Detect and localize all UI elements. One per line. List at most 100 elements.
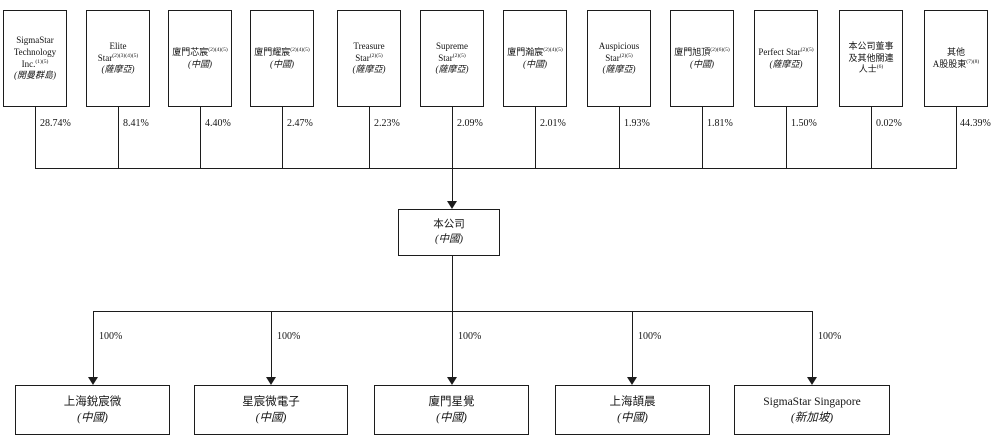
footnote-ref: (2)(5) <box>619 52 633 59</box>
footnote-ref: (2)(5) <box>800 46 814 53</box>
jurisdiction-label: (中國) <box>617 412 648 424</box>
ownership-percentage: 1.50% <box>791 118 817 129</box>
jurisdiction-label: (薩摩亞) <box>101 64 135 75</box>
jurisdiction-label: (中國) <box>270 58 294 69</box>
shareholder-name: Auspicious <box>598 40 640 51</box>
shareholder-name: Technology <box>13 46 57 57</box>
shareholder-name: Perfect Star(2)(5) <box>758 46 814 57</box>
jurisdiction-label: (中國) <box>435 233 463 245</box>
jurisdiction-label: (中國) <box>255 412 287 424</box>
footnote-ref: (2)(4)(5) <box>208 46 228 53</box>
shareholder-box-xiamen-xinchen: 廈門芯宸(2)(4)(5) (中國) <box>168 10 232 107</box>
shareholder-box-elite-star: Elite Star(2)(3)(4)(5) (薩摩亞) <box>86 10 150 107</box>
connector-line <box>632 311 633 377</box>
shareholder-box-directors-connected-persons: 本公司董事 及其他關連 人士(6) <box>839 10 903 107</box>
connector-line <box>200 107 201 168</box>
shareholder-name: SigmaStar <box>16 35 54 46</box>
footnote-ref: (6) <box>876 64 884 71</box>
subsidiary-box-shanghai-ruichenwei: 上海銳宸微 (中國) <box>15 385 170 435</box>
jurisdiction-label: (薩摩亞) <box>435 64 469 75</box>
connector-line <box>956 107 957 168</box>
shareholder-box-supreme-star: Supreme Star(2)(5) (薩摩亞) <box>420 10 484 107</box>
shareholder-name: Star(2)(5) <box>438 52 466 63</box>
connector-line <box>619 107 620 168</box>
connector-line <box>452 168 453 202</box>
arrow-down-icon <box>447 377 457 385</box>
connector-line <box>271 311 272 377</box>
shareholder-name: Inc.(1)(5) <box>21 58 49 69</box>
shareholder-name: Star(2)(5) <box>355 52 383 63</box>
shareholder-name: A股股東(7)(8) <box>932 58 980 69</box>
ownership-percentage: 44.39% <box>960 118 991 129</box>
shareholder-name: Supreme <box>436 40 468 51</box>
subsidiary-box-shanghai-jiechen: 上海頡晨 (中國) <box>555 385 710 435</box>
ownership-percentage: 100% <box>458 331 482 342</box>
shareholder-box-auspicious-star: Auspicious Star(2)(5) (薩摩亞) <box>587 10 651 107</box>
shareholder-box-xiamen-yaochen: 廈門耀宸(2)(4)(5) (中國) <box>250 10 314 107</box>
connector-line <box>35 168 957 169</box>
jurisdiction-label: (中國) <box>690 58 714 69</box>
shareholder-name: 人士(6) <box>858 64 884 75</box>
jurisdiction-label: (薩摩亞) <box>769 58 803 69</box>
subsidiary-box-xiamen-xingjue: 廈門星覺 (中國) <box>374 385 529 435</box>
subsidiary-box-xingchenwei-electronics: 星宸微電子 (中國) <box>194 385 348 435</box>
ownership-percentage: 2.09% <box>457 118 483 129</box>
ownership-percentage: 2.23% <box>374 118 400 129</box>
connector-line <box>702 107 703 168</box>
ownership-percentage: 2.01% <box>540 118 566 129</box>
shareholder-name: Star(2)(5) <box>605 52 633 63</box>
ownership-percentage: 28.74% <box>40 118 71 129</box>
shareholder-name: 廈門耀宸(2)(4)(5) <box>254 46 310 57</box>
jurisdiction-label: (開曼群島) <box>14 70 56 81</box>
ownership-percentage: 100% <box>99 331 123 342</box>
jurisdiction-label: (中國) <box>523 58 547 69</box>
shareholder-box-sigmastar-technology: SigmaStar Technology Inc.(1)(5) (開曼群島) <box>3 10 67 107</box>
footnote-ref: (2)(6)(5) <box>710 46 730 53</box>
jurisdiction-label: (中國) <box>77 412 108 424</box>
arrow-down-icon <box>447 201 457 209</box>
ownership-percentage: 100% <box>818 331 842 342</box>
subsidiary-name: 上海頡晨 <box>609 395 656 408</box>
ownership-percentage: 1.81% <box>707 118 733 129</box>
subsidiary-name: 上海銳宸微 <box>63 395 122 408</box>
subsidiary-box-sigmastar-singapore: SigmaStar Singapore (新加坡) <box>734 385 890 435</box>
arrow-down-icon <box>266 377 276 385</box>
ownership-percentage: 8.41% <box>123 118 149 129</box>
shareholder-name: 廈門瀚宸(2)(4)(5) <box>507 46 563 57</box>
footnote-ref: (2)(5) <box>369 52 383 59</box>
arrow-down-icon <box>807 377 817 385</box>
footnote-ref: (2)(5) <box>452 52 466 59</box>
connector-line <box>118 107 119 168</box>
shareholder-box-xiamen-xuding: 廈門旭頂(2)(6)(5) (中國) <box>670 10 734 107</box>
connector-line <box>35 107 36 168</box>
jurisdiction-label: (薩摩亞) <box>352 64 386 75</box>
shareholder-name: 本公司董事 <box>848 40 894 51</box>
company-name: 本公司 <box>433 219 465 231</box>
connector-line <box>871 107 872 168</box>
shareholder-name: 廈門旭頂(2)(6)(5) <box>674 46 730 57</box>
connector-line <box>93 311 813 312</box>
footnote-ref: (2)(3)(4)(5) <box>112 52 139 59</box>
shareholder-name: 及其他關連 <box>848 52 894 63</box>
shareholder-name: Star(2)(3)(4)(5) <box>97 52 139 63</box>
connector-line <box>535 107 536 168</box>
jurisdiction-label: (中國) <box>436 412 467 424</box>
shareholder-box-xiamen-hanchen: 廈門瀚宸(2)(4)(5) (中國) <box>503 10 567 107</box>
ownership-percentage: 1.93% <box>624 118 650 129</box>
connector-line <box>812 311 813 377</box>
connector-line <box>282 107 283 168</box>
ownership-percentage: 100% <box>277 331 301 342</box>
connector-line <box>786 107 787 168</box>
footnote-ref: (2)(4)(5) <box>290 46 310 53</box>
jurisdiction-label: (薩摩亞) <box>602 64 636 75</box>
ownership-percentage: 0.02% <box>876 118 902 129</box>
arrow-down-icon <box>627 377 637 385</box>
shareholder-box-other-a-shareholders: 其他 A股股東(7)(8) <box>924 10 988 107</box>
ownership-percentage: 4.40% <box>205 118 231 129</box>
subsidiary-name: 廈門星覺 <box>428 395 475 408</box>
connector-line <box>452 107 453 168</box>
ownership-percentage: 2.47% <box>287 118 313 129</box>
company-box: 本公司 (中國) <box>398 209 500 256</box>
shareholder-box-treasure-star: Treasure Star(2)(5) (薩摩亞) <box>337 10 401 107</box>
